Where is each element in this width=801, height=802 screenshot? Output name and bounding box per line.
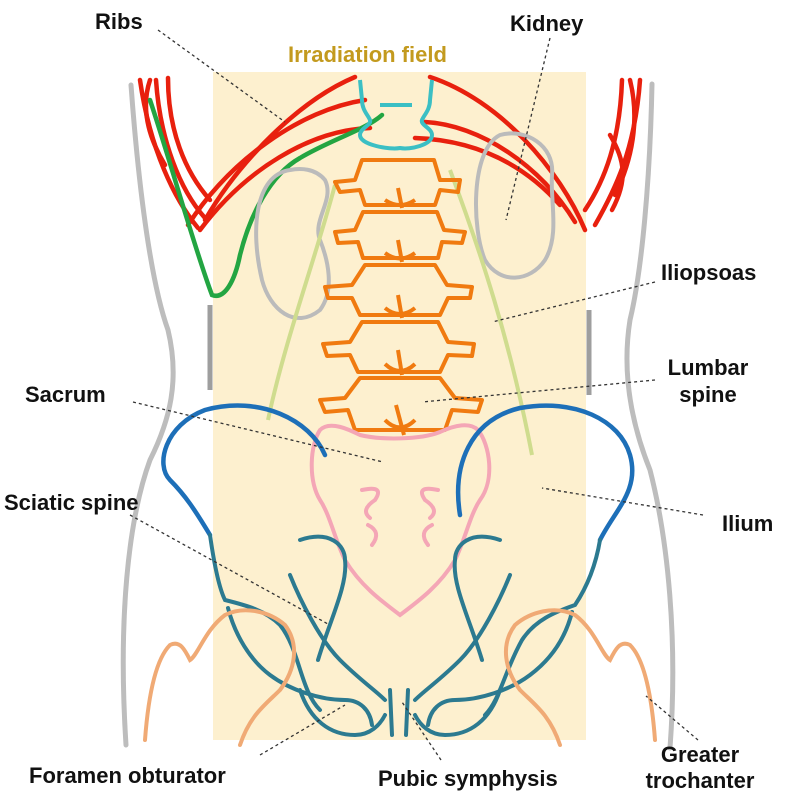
kidney-right	[474, 131, 556, 280]
leader-sacrum	[132, 401, 384, 463]
femurs	[143, 608, 657, 747]
ribs-label: Ribs	[95, 9, 143, 34]
sacrum-label: Sacrum	[25, 382, 106, 407]
greater-trochanter-label: Greater trochanter	[630, 742, 770, 794]
greater-trochanter-label-line2: trochanter	[645, 768, 755, 793]
leader-lines	[129, 29, 704, 761]
body-outline-right	[624, 81, 676, 751]
lumbar-spine	[318, 158, 484, 436]
irradiation-field-label: Irradiation field	[288, 42, 447, 67]
leader-foramen-obturator	[259, 704, 346, 756]
lumbar-spine-label-line2: spine	[679, 382, 737, 407]
sciatic-spine-label: Sciatic spine	[4, 490, 139, 515]
leader-greater-trochanter	[645, 695, 699, 741]
liver-edge	[147, 97, 385, 298]
foramen-obturator-label: Foramen obturator	[29, 763, 226, 788]
ilium	[161, 403, 635, 543]
leader-kidney	[505, 37, 551, 221]
leader-sciatic-spine	[129, 514, 329, 625]
lumbar-spine-label: Lumbar spine	[660, 354, 756, 408]
waist-marks	[207, 305, 592, 395]
ilium-label: Ilium	[722, 511, 774, 536]
greater-trochanter-label-line1: Greater	[660, 742, 740, 767]
ribs	[137, 74, 643, 233]
lumbar-spine-label-line1: Lumbar	[667, 355, 749, 380]
leader-iliopsoas	[491, 281, 656, 323]
sacrum	[309, 423, 492, 618]
body-outline	[120, 81, 676, 751]
body-outline-left	[120, 82, 176, 748]
pubic-symphysis-label: Pubic symphysis	[378, 766, 558, 791]
thoracic-vertebra	[357, 79, 435, 151]
iliopsoas-label: Iliopsoas	[661, 260, 757, 285]
iliopsoas	[266, 169, 534, 456]
kidney-label: Kidney	[510, 11, 584, 36]
leader-ribs	[157, 29, 286, 123]
